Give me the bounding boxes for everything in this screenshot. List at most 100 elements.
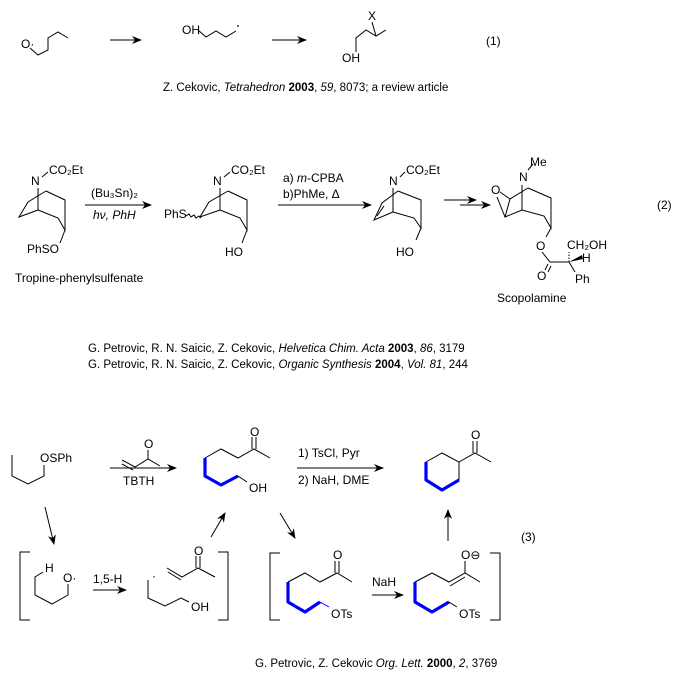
citation-scheme-2a: G. Petrovic, R. N. Saicic, Z. Cekovic, H…	[88, 343, 465, 355]
mechanism-arrow	[44, 506, 56, 545]
compound-name-scopolamine: Scopolamine	[497, 291, 567, 305]
hydroxymethyl-label: CH₂OH	[567, 238, 607, 252]
alkoxy-radical: O·	[21, 31, 69, 56]
shift-label: 1,5-H	[93, 572, 122, 586]
hydroxyl-label: OH	[182, 23, 200, 37]
citation-separator: ,	[314, 82, 321, 94]
sulfenate-label: OSPh	[40, 451, 72, 465]
citation-journal: Tetrahedron	[223, 82, 286, 94]
citation-scheme-3: G. Petrovic, Z. Cekovic Org. Lett. 2000,…	[255, 658, 497, 670]
scheme-1: O· OH OH X (1)	[21, 9, 501, 65]
equation-number-1: (1)	[486, 34, 501, 48]
citation-pages: , 244	[442, 359, 468, 371]
nitrogen-label: N	[213, 174, 222, 188]
citation-pages: , 8073; a review article	[333, 82, 449, 94]
ester-label: CO₂Et	[231, 163, 266, 177]
nitrogen-label: N	[31, 174, 40, 188]
reagent-below: 2) NaH, DME	[298, 473, 369, 487]
bracket-right	[490, 552, 501, 621]
hydroxyl-label: OH	[342, 51, 360, 65]
equation-number-2: (2)	[657, 198, 672, 212]
hydroxy-ketone-product: O OH	[203, 425, 271, 495]
epoxide-oxygen-label: O	[491, 183, 500, 197]
citation-authors: G. Petrovic, R. N. Saicic, Z. Cekovic,	[88, 343, 279, 355]
reagent-line-2: b)PhMe, Δ	[283, 187, 340, 201]
mechanism-arrow	[210, 512, 226, 538]
equation-number-3: (3)	[521, 530, 536, 544]
bracket-right	[218, 551, 229, 621]
alkene-intermediate: N CO₂Et HO	[372, 163, 441, 259]
citation-year: 2003	[387, 343, 414, 355]
cyclohexyl-ketone-product: O	[424, 428, 492, 492]
base-label: NaH	[372, 575, 396, 589]
carbonyl-oxygen-label: O	[537, 269, 546, 283]
tosylate-intermediate: OTs O	[286, 548, 352, 621]
carbonyl-oxygen-label: O	[250, 425, 259, 439]
citation-year: 2003	[288, 82, 315, 94]
reagent-line-1: a) m-CPBA	[283, 171, 344, 185]
hydroxyl-label: OH	[191, 600, 209, 614]
citation-year: 2004	[374, 359, 401, 371]
vinyl-ketone-reagent: O	[121, 437, 161, 471]
citation-journal: Organic Synthesis	[278, 359, 372, 371]
hydroxyl-label: OH	[249, 481, 267, 495]
citation-authors: G. Petrovic, Z. Cekovic	[255, 658, 376, 670]
ester-oxygen-label: O	[536, 239, 545, 253]
citation-separator: ,	[452, 658, 459, 670]
scopolamine-structure: N Me O O O CH₂OH H Ph Scopolamine	[491, 155, 607, 305]
hydrogen-label: H	[45, 561, 54, 575]
scheme-3: OSPh O TBTH O OH 1) TsCl, Pyr 2) NaH, DM…	[11, 425, 536, 621]
carbon-radical-intermediate: OH	[182, 23, 239, 38]
carbonyl-oxygen-label: O	[471, 428, 480, 442]
citation-separator: ,	[400, 359, 407, 371]
citation-volume: 2	[458, 658, 466, 670]
alkoxy-radical-intermediate: H O·	[34, 561, 76, 605]
nitrogen-label: N	[519, 170, 528, 184]
ester-label: CO₂Et	[49, 163, 84, 177]
reagent-below: hν, PhH	[93, 208, 136, 222]
citation-journal: Org. Lett.	[375, 658, 424, 670]
citation-volume: 59	[320, 82, 334, 94]
carbonyl-oxygen-label: O	[333, 548, 342, 562]
enolate-intermediate: OTs O⊖	[413, 548, 480, 621]
radical-oxygen-label: O·	[21, 37, 34, 51]
methyl-label: Me	[530, 155, 547, 169]
phenylsulfenate-label: PhSO	[27, 242, 59, 256]
carbonyl-oxygen-label: O	[144, 437, 153, 451]
citation-separator: ,	[413, 343, 420, 355]
bracket-left	[269, 552, 280, 621]
bracket-left	[19, 551, 30, 621]
x-substituent-label: X	[368, 9, 376, 23]
carbonyl-oxygen-label: O	[194, 544, 203, 558]
citation-pages: , 3179	[432, 343, 465, 355]
citation-authors: G. Petrovic, R. N. Saicic, Z. Cekovic,	[88, 359, 279, 371]
hydroxyl-label: HO	[396, 245, 414, 259]
phenyl-label: Ph	[575, 272, 590, 286]
reagent-below: TBTH	[123, 474, 154, 488]
tosylate-label: OTs	[459, 607, 480, 621]
tosylate-label: OTs	[331, 607, 352, 621]
reagent-above: (Bu₃Sn)₂	[91, 186, 138, 200]
hydroxy-sulfide-intermediate: N CO₂Et PhS HO	[164, 163, 266, 259]
nitrogen-label: N	[389, 174, 398, 188]
tropine-phenylsulfenate: N CO₂Et PhSO Tropine-phenylsulfenate	[15, 163, 144, 285]
citation-year: 2000	[426, 658, 453, 670]
compound-name-tropine: Tropine-phenylsulfenate	[15, 271, 144, 285]
citation-authors: Z. Cekovic,	[163, 82, 224, 94]
radical-dot: ·	[152, 569, 156, 583]
ester-label: CO₂Et	[406, 163, 441, 177]
citation-scheme-1: Z. Cekovic, Tetrahedron 2003, 59, 8073; …	[163, 82, 448, 94]
citation-volume: 86	[419, 343, 433, 355]
citation-pages: , 3769	[465, 658, 498, 670]
reagent-above: 1) TsCl, Pyr	[298, 446, 360, 460]
phenylthio-label: PhS	[164, 207, 187, 221]
sulfenate-start: OSPh	[11, 451, 72, 485]
enolate-oxygen-label: O⊖	[461, 548, 480, 562]
radical-oxygen-label: O·	[63, 571, 76, 585]
citation-scheme-2b: G. Petrovic, R. N. Saicic, Z. Cekovic, O…	[88, 359, 468, 371]
mechanism-arrow	[279, 512, 296, 539]
functionalized-alcohol: OH X	[342, 9, 387, 65]
citation-journal: Helvetica Chim. Acta	[278, 343, 385, 355]
citation-volume: Vol. 81	[406, 359, 443, 371]
